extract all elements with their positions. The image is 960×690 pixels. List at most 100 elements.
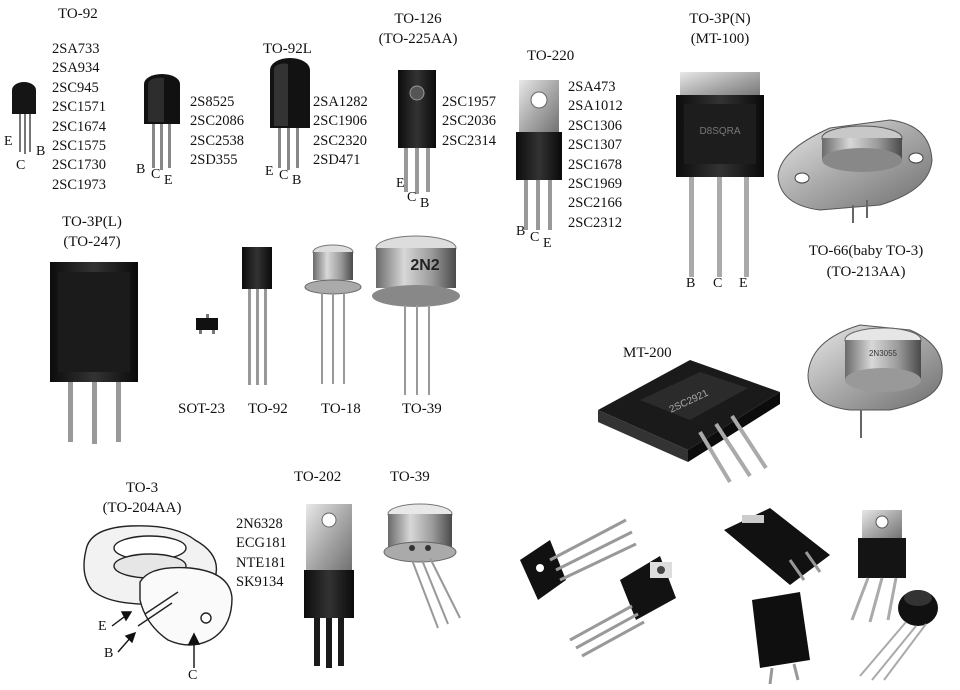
- to66-alt-title: (TO-213AA): [826, 264, 906, 280]
- part-number: 2SA733: [52, 41, 100, 57]
- part-number: 2SD355: [190, 152, 238, 169]
- to202-part-list: 2N6328 ECG181 NTE181 SK9134: [236, 515, 287, 593]
- part-number: 2SA1012: [568, 98, 623, 115]
- to3pl-transistor: [50, 262, 138, 444]
- to126-alt-title: (TO-225AA): [378, 31, 458, 47]
- to39-lower-transistor: [383, 503, 461, 629]
- part-number: 2SD471: [313, 152, 361, 169]
- to92-small-transistor-1: [12, 82, 36, 154]
- part-number: 2SC2312: [568, 214, 622, 231]
- pin-label: B: [516, 224, 526, 239]
- to202-transistor: [304, 504, 354, 668]
- to39-lower-title: TO-39: [390, 469, 430, 485]
- to92-small-transistor-2: [144, 74, 180, 170]
- to220-transistor: [516, 80, 562, 230]
- to66-lower-marking: 2N3055: [869, 349, 898, 358]
- part-number: 2SC1674: [52, 118, 106, 135]
- to39-label: TO-39: [402, 401, 442, 417]
- part-number: 2SA473: [568, 79, 616, 95]
- pin-label: C: [188, 668, 198, 683]
- pin-label: B: [292, 173, 302, 188]
- part-number: 2SC1571: [52, 99, 106, 116]
- part-number: 2SC945: [52, 79, 99, 96]
- pin-label: E: [4, 134, 13, 149]
- part-number: 2SC1730: [52, 157, 106, 174]
- part-number: 2N6328: [236, 516, 283, 532]
- to3pl-title: TO-3P(L): [62, 214, 122, 230]
- part-number: ECG181: [236, 535, 287, 552]
- part-number: 2SA1282: [313, 94, 368, 110]
- to126-title: TO-126: [394, 11, 442, 27]
- to66-title: TO-66(baby TO-3): [808, 243, 924, 259]
- part-number: 2SC1678: [568, 156, 622, 173]
- to3pn-marking: D8SQRA: [699, 126, 740, 137]
- to3-title: TO-3: [125, 480, 159, 496]
- to202-title: TO-202: [294, 469, 342, 485]
- to66-lower-transistor: 2N3055: [807, 324, 943, 438]
- pin-label: C: [279, 168, 289, 183]
- part-number: 2S8525: [190, 94, 235, 110]
- pin-label: B: [104, 646, 114, 661]
- sot23-label: SOT-23: [178, 401, 225, 417]
- part-number: 2SC1307: [568, 137, 622, 154]
- to3pn-transistor: D8SQRA: [676, 72, 764, 277]
- part-number: 2SC2320: [313, 132, 367, 149]
- assorted-package-5: [850, 510, 906, 623]
- assorted-package-4: [752, 592, 810, 685]
- to39-marking: 2N2: [410, 257, 439, 274]
- part-number: 2SA934: [52, 60, 100, 77]
- pin-label: E: [543, 236, 552, 251]
- to66-transistor: [777, 119, 933, 223]
- pin-label: E: [164, 173, 173, 188]
- assorted-package-3: [724, 508, 830, 585]
- to3-alt-title: (TO-204AA): [102, 500, 182, 516]
- pin-label: B: [686, 276, 696, 291]
- to18-transistor: [304, 244, 362, 384]
- to92l-transistor: [270, 58, 310, 170]
- pin-label: E: [265, 164, 274, 179]
- part-number: 2SC1306: [568, 117, 622, 134]
- to3pn-alt-title: (MT-100): [690, 31, 750, 47]
- to3-pin-arrows: [111, 611, 201, 668]
- part-number: NTE181: [236, 554, 286, 571]
- mt200-title: MT-200: [623, 345, 672, 361]
- part-number: 2SC1969: [568, 175, 622, 192]
- part-number: 2SC1957: [442, 94, 496, 110]
- to126-part-list: 2SC1957 2SC2036 2SC2314: [442, 93, 496, 151]
- mt200-transistor: 2SC2921: [598, 360, 780, 484]
- sot23-transistor: [196, 314, 218, 334]
- to92-row2-transistor: [242, 247, 272, 385]
- part-number: 2SC2086: [190, 113, 244, 130]
- to3pl-alt-title: (TO-247): [63, 234, 121, 250]
- to92b-part-list: 2S8525 2SC2086 2SC2538 2SD355: [190, 93, 244, 171]
- part-number: 2SC1575: [52, 137, 106, 154]
- pin-label: C: [407, 190, 417, 205]
- pin-label: E: [98, 619, 107, 634]
- pin-label: B: [36, 144, 46, 159]
- pin-label: C: [16, 158, 26, 173]
- part-number: 2SC2036: [442, 113, 496, 130]
- pin-label: C: [713, 276, 723, 291]
- to126-transistor: [398, 70, 436, 194]
- part-number: 2SC2166: [568, 195, 622, 212]
- part-number: 2SC1906: [313, 113, 367, 130]
- assorted-package-1: [520, 518, 637, 600]
- pin-label: B: [136, 162, 146, 177]
- assorted-package-6: [859, 590, 938, 681]
- to220-title: TO-220: [527, 48, 575, 64]
- to92l-part-list: 2SA1282 2SC1906 2SC2320 2SD471: [313, 93, 368, 171]
- part-number: 2SC1973: [52, 176, 106, 193]
- to92-part-list: 2SA733 2SA934 2SC945 2SC1571 2SC1674 2SC…: [52, 40, 106, 195]
- to92-title: TO-92: [58, 6, 98, 22]
- pin-label: E: [739, 276, 748, 291]
- pin-label: B: [420, 196, 430, 211]
- pin-label: E: [396, 176, 405, 191]
- to92-row2-label: TO-92: [248, 401, 288, 417]
- to220-part-list: 2SA473 2SA1012 2SC1306 2SC1307 2SC1678 2…: [568, 78, 623, 233]
- to92l-title: TO-92L: [263, 41, 312, 57]
- part-number: SK9134: [236, 574, 284, 591]
- part-number: 2SC2538: [190, 132, 244, 149]
- to18-label: TO-18: [321, 401, 361, 417]
- assorted-package-2: [569, 556, 676, 658]
